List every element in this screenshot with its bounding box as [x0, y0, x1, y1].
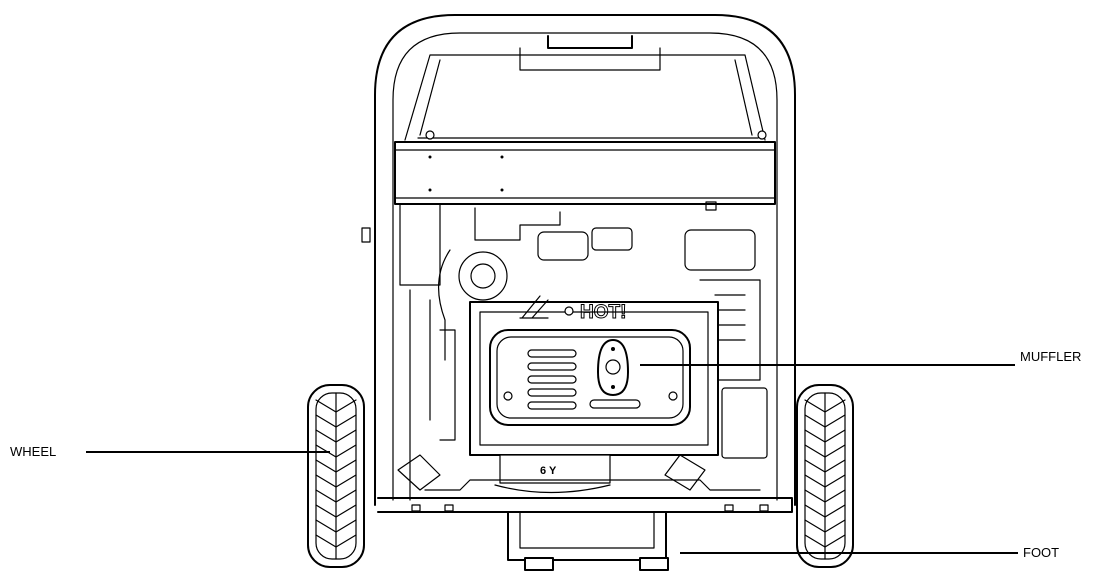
control-panel-box — [394, 141, 776, 205]
muffler: HOT! — [469, 295, 719, 456]
hot-warning-icon — [519, 295, 549, 319]
label-wheel: WHEEL — [10, 444, 56, 459]
hot-decal: HOT! — [580, 302, 626, 323]
left-wheel — [307, 384, 365, 568]
callout-muffler: MUFFLER — [640, 349, 1081, 366]
callout-foot: FOOT — [680, 545, 1059, 560]
base-chassis: 6 Y — [377, 454, 793, 513]
label-muffler: MUFFLER — [1020, 349, 1081, 364]
frame — [374, 14, 796, 506]
label-foot: FOOT — [1023, 545, 1059, 560]
callout-wheel: WHEEL — [10, 444, 330, 459]
engine-plate-text: 6 Y — [540, 465, 557, 477]
right-wheel — [796, 384, 854, 568]
muffler-vent-slots — [527, 349, 641, 410]
foot — [507, 511, 669, 571]
engine-block — [361, 201, 768, 501]
